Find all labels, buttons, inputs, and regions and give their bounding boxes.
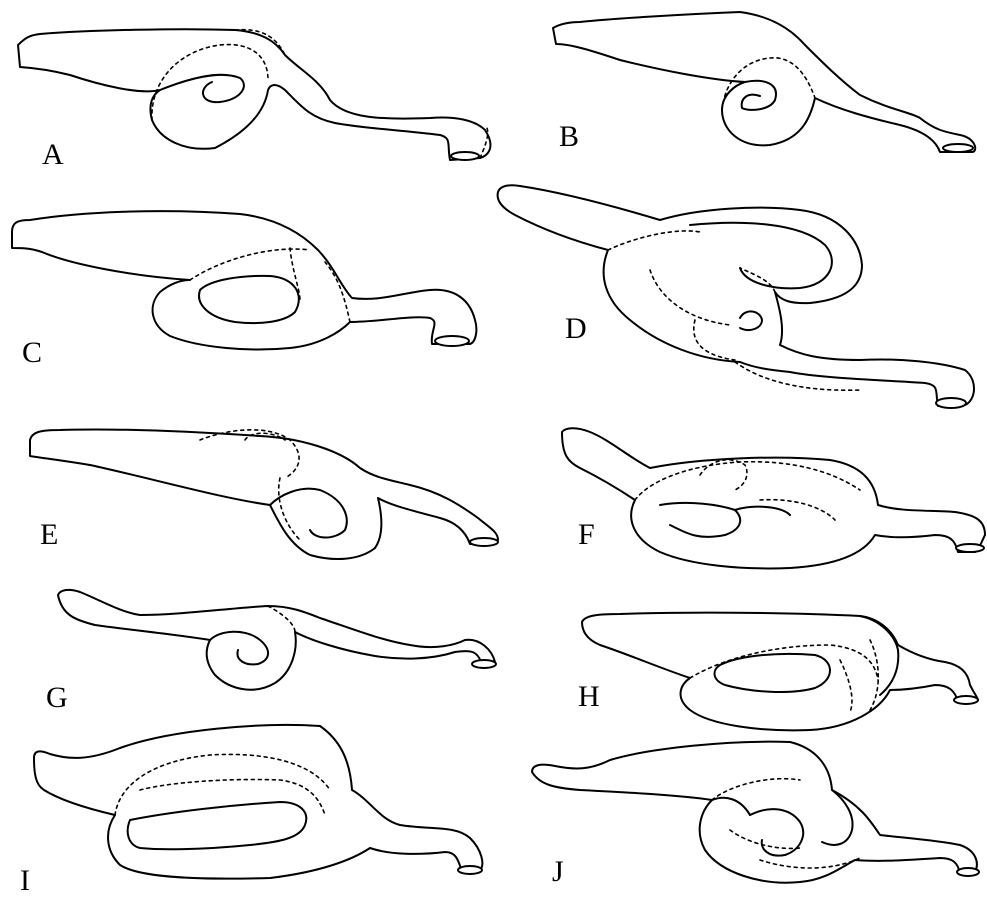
panel-label-e: E — [40, 520, 58, 550]
panel-label-c: C — [22, 338, 42, 368]
panel-label-d: D — [565, 314, 587, 344]
panel-label-g: G — [46, 683, 68, 713]
panel-g-drawing — [58, 590, 496, 690]
panel-d-drawing — [498, 185, 974, 408]
panel-h-drawing — [582, 613, 978, 731]
panel-label-a: A — [42, 140, 64, 170]
panel-c-drawing — [12, 211, 476, 349]
panel-label-j: J — [552, 857, 564, 887]
panel-b-drawing — [553, 12, 975, 152]
panel-a-drawing — [18, 29, 490, 160]
panel-j-drawing — [532, 742, 979, 883]
panel-f-drawing — [562, 428, 985, 568]
panel-i-drawing — [34, 725, 482, 879]
panel-label-b: B — [559, 122, 579, 152]
panel-label-i: I — [20, 866, 30, 896]
panel-e-drawing — [30, 429, 498, 559]
panel-label-f: F — [578, 520, 595, 550]
panel-label-h: H — [578, 682, 600, 712]
